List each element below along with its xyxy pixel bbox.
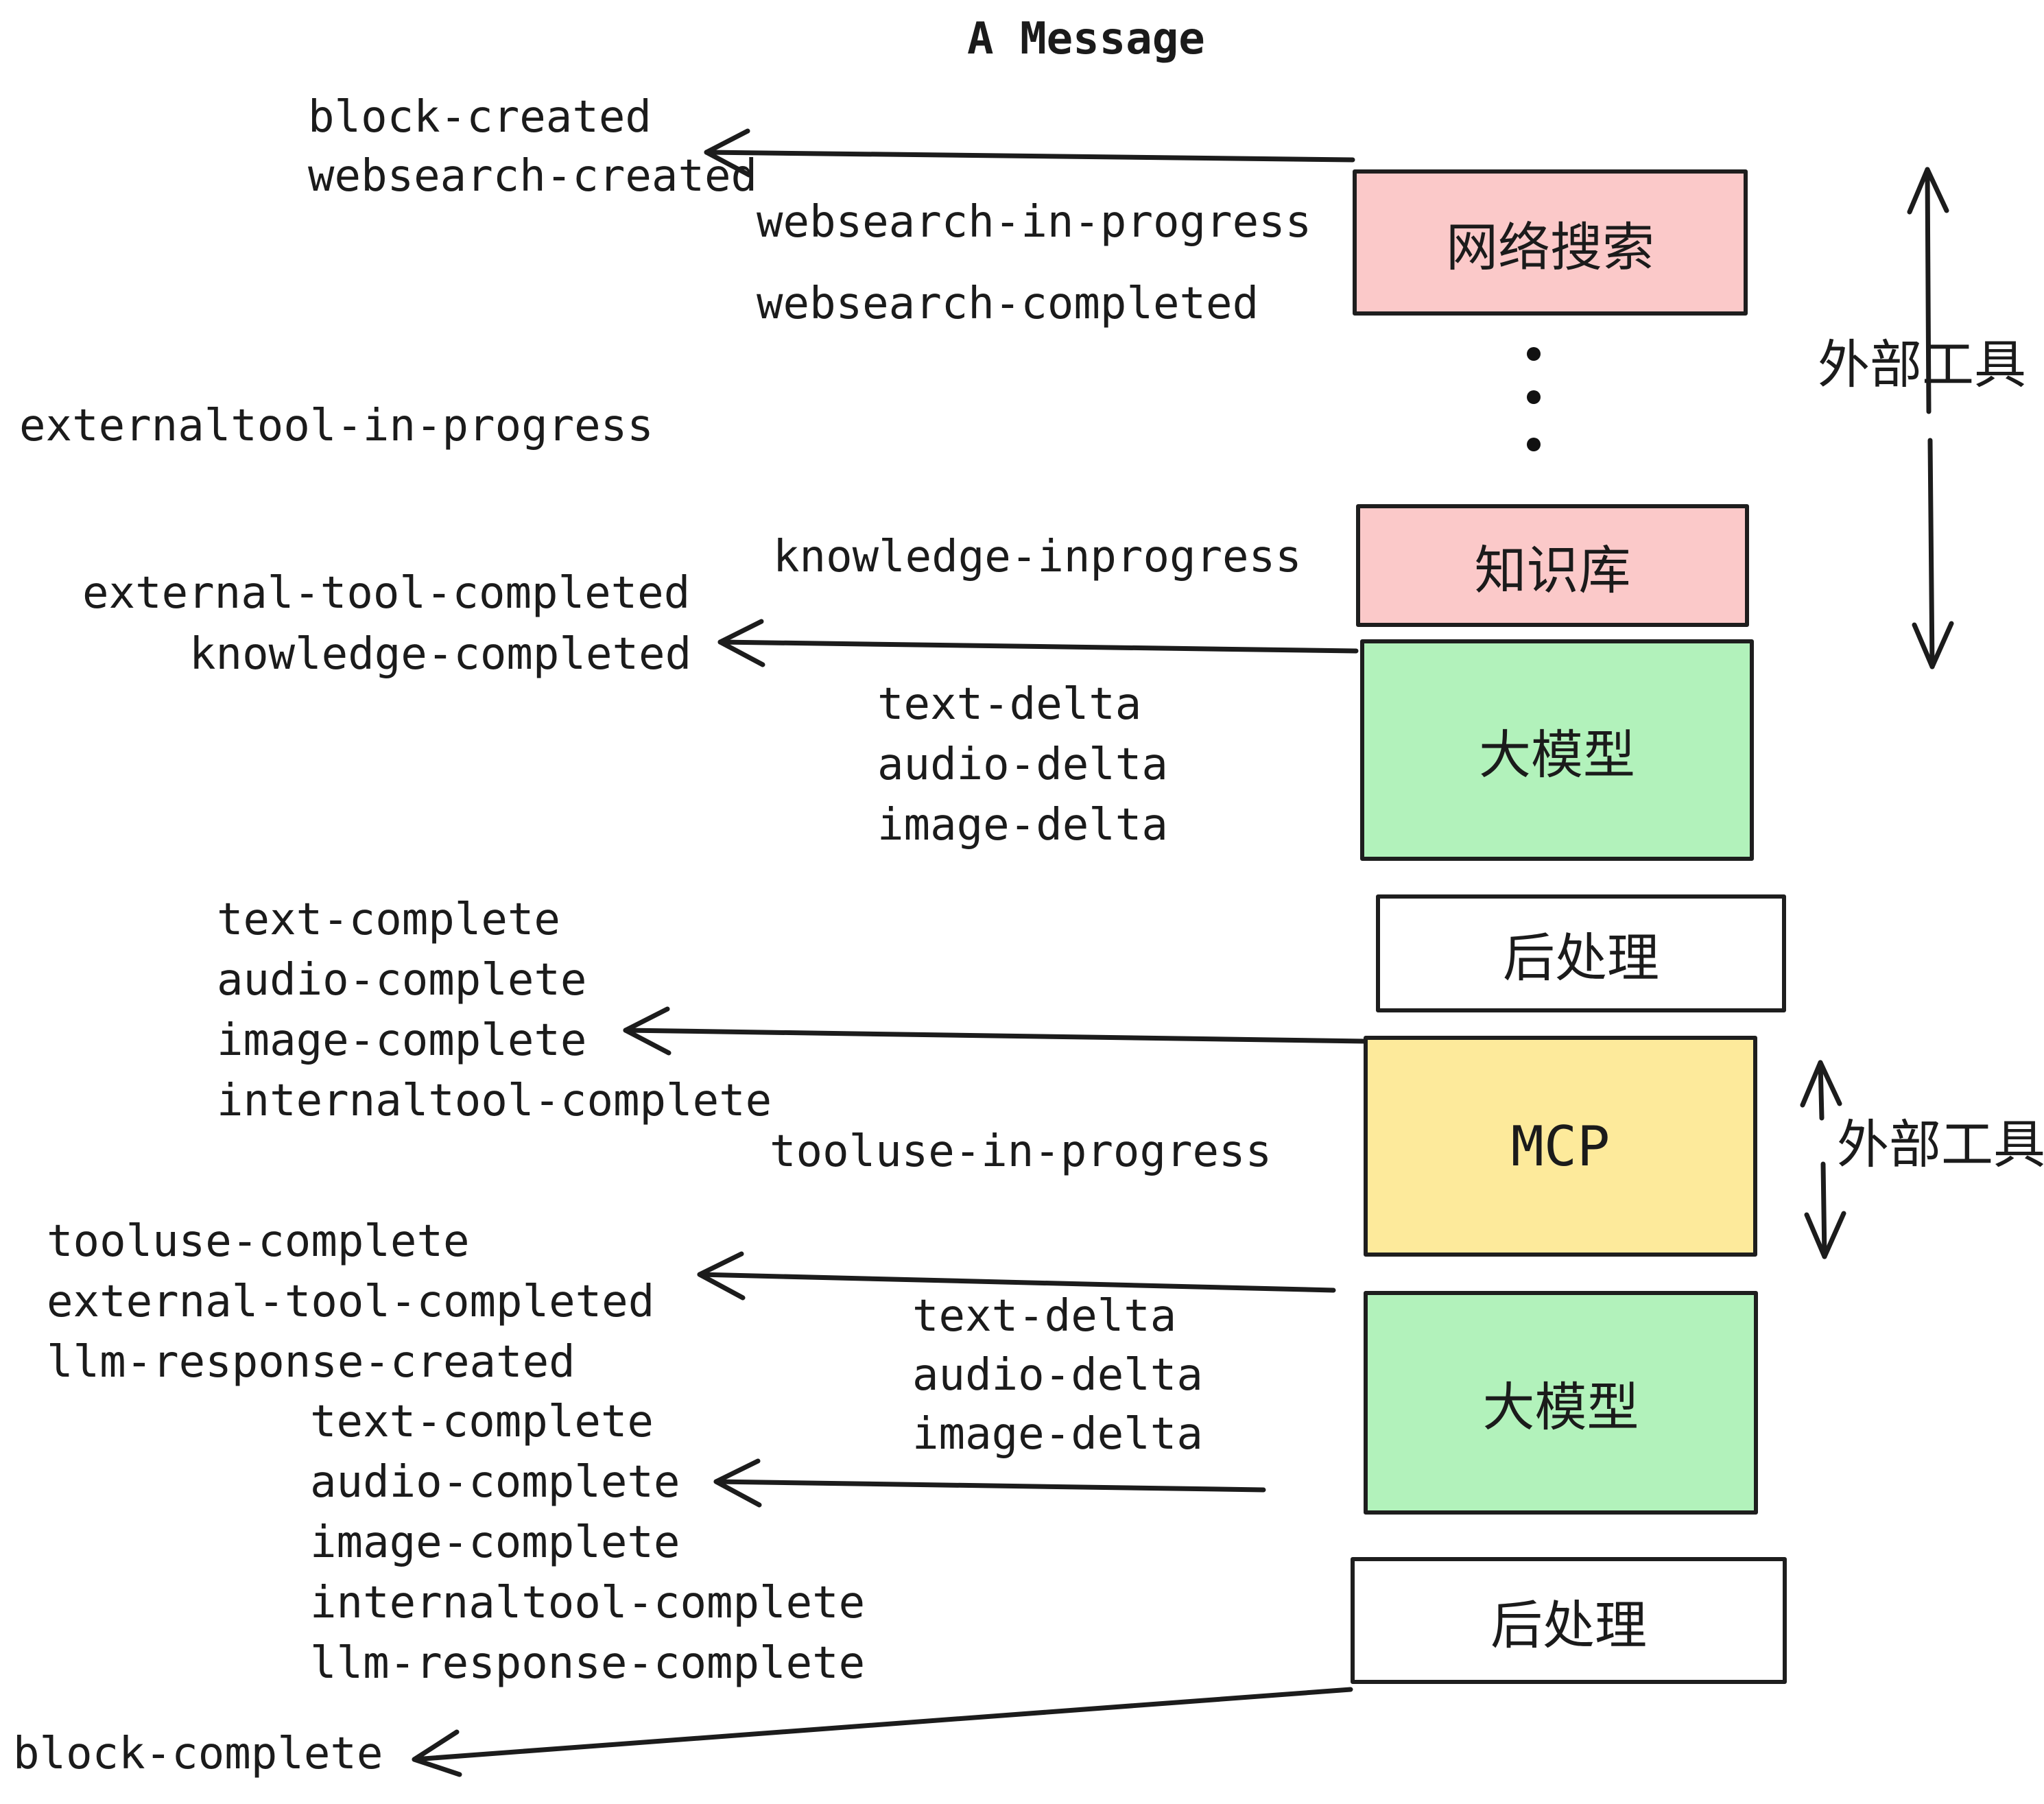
complete-event-group-2: text-complete audio-complete image-compl… — [310, 1392, 865, 1694]
event-text-complete-1: text-complete — [217, 894, 560, 945]
event-tooluse-in-progress: tooluse-in-progress — [770, 1126, 1272, 1177]
event-internaltool-complete-2: internaltool-complete — [310, 1578, 866, 1628]
external-tools-down-arrow-top — [1912, 438, 1954, 669]
page-title: A Message — [967, 14, 1205, 64]
event-image-complete-2: image-complete — [310, 1517, 680, 1568]
external-tools-label-top: 外部工具 — [1818, 334, 2026, 395]
event-audio-complete-1: audio-complete — [217, 955, 587, 1006]
event-text-complete-2: text-complete — [310, 1397, 654, 1447]
postprocess-box-1: 后处理 — [1376, 894, 1786, 1012]
event-audio-delta-1: audio-delta — [877, 739, 1168, 790]
websearch-box: 网络搜索 — [1353, 169, 1748, 316]
postprocess-box-1-label: 后处理 — [1503, 927, 1659, 988]
event-block-created: block-created — [308, 92, 652, 143]
arrow-websearch-to-created — [704, 128, 1355, 178]
llm-box-2-label: 大模型 — [1482, 1377, 1639, 1438]
event-websearch-created: websearch-created — [308, 151, 758, 202]
llm-box-1: 大模型 — [1360, 639, 1754, 861]
postprocess-box-2: 后处理 — [1351, 1557, 1787, 1684]
complete-event-group-1: text-complete audio-complete image-compl… — [217, 890, 772, 1131]
event-image-delta-1: image-delta — [877, 800, 1168, 851]
knowledge-box: 知识库 — [1356, 504, 1749, 627]
mcp-box-label: MCP — [1510, 1114, 1611, 1178]
event-tooluse-complete: tooluse-complete — [47, 1216, 470, 1267]
postprocess-box-2-label: 后处理 — [1490, 1594, 1647, 1656]
event-block-complete: block-complete — [13, 1729, 383, 1779]
arrow-llm1-to-knowledge-completed — [717, 619, 1359, 667]
tooluse-event-group: tooluse-complete external-tool-completed… — [47, 1211, 654, 1392]
event-internaltool-complete-1: internaltool-complete — [217, 1076, 772, 1126]
event-knowledge-completed: knowledge-completed — [189, 629, 692, 680]
event-externaltool-in-progress: externaltool-in-progress — [19, 401, 654, 451]
event-image-complete-1: image-complete — [217, 1015, 587, 1066]
event-external-tool-completed-1: external-tool-completed — [82, 568, 691, 619]
llm-box-2: 大模型 — [1364, 1291, 1758, 1515]
event-knowledge-inprogress: knowledge-inprogress — [773, 532, 1302, 582]
event-llm-response-complete: llm-response-complete — [310, 1638, 866, 1689]
external-tools-down-arrow-bottom — [1804, 1161, 1846, 1259]
websearch-box-label: 网络搜索 — [1446, 216, 1654, 278]
delta-event-group-2: text-delta audio-delta image-delta — [912, 1287, 1203, 1464]
knowledge-box-label: 知识库 — [1474, 539, 1631, 601]
event-text-delta-1: text-delta — [877, 679, 1142, 730]
external-tools-up-arrow-bottom — [1800, 1060, 1842, 1121]
event-text-delta-2: text-delta — [912, 1291, 1177, 1342]
external-tools-label-bottom: 外部工具 — [1837, 1114, 2044, 1175]
ellipsis-dots — [1527, 347, 1541, 451]
arrow-post2-to-block-complete — [412, 1687, 1353, 1777]
event-audio-complete-2: audio-complete — [310, 1457, 680, 1508]
event-llm-response-created: llm-response-created — [47, 1337, 575, 1388]
event-audio-delta-2: audio-delta — [912, 1350, 1203, 1401]
event-websearch-completed: websearch-completed — [757, 278, 1259, 329]
delta-event-group-1: text-delta audio-delta image-delta — [877, 674, 1168, 855]
event-image-delta-2: image-delta — [912, 1409, 1203, 1460]
event-websearch-in-progress: websearch-in-progress — [757, 197, 1312, 248]
mcp-box: MCP — [1364, 1036, 1757, 1257]
llm-box-1-label: 大模型 — [1479, 724, 1635, 785]
event-external-tool-completed-2: external-tool-completed — [47, 1277, 655, 1327]
